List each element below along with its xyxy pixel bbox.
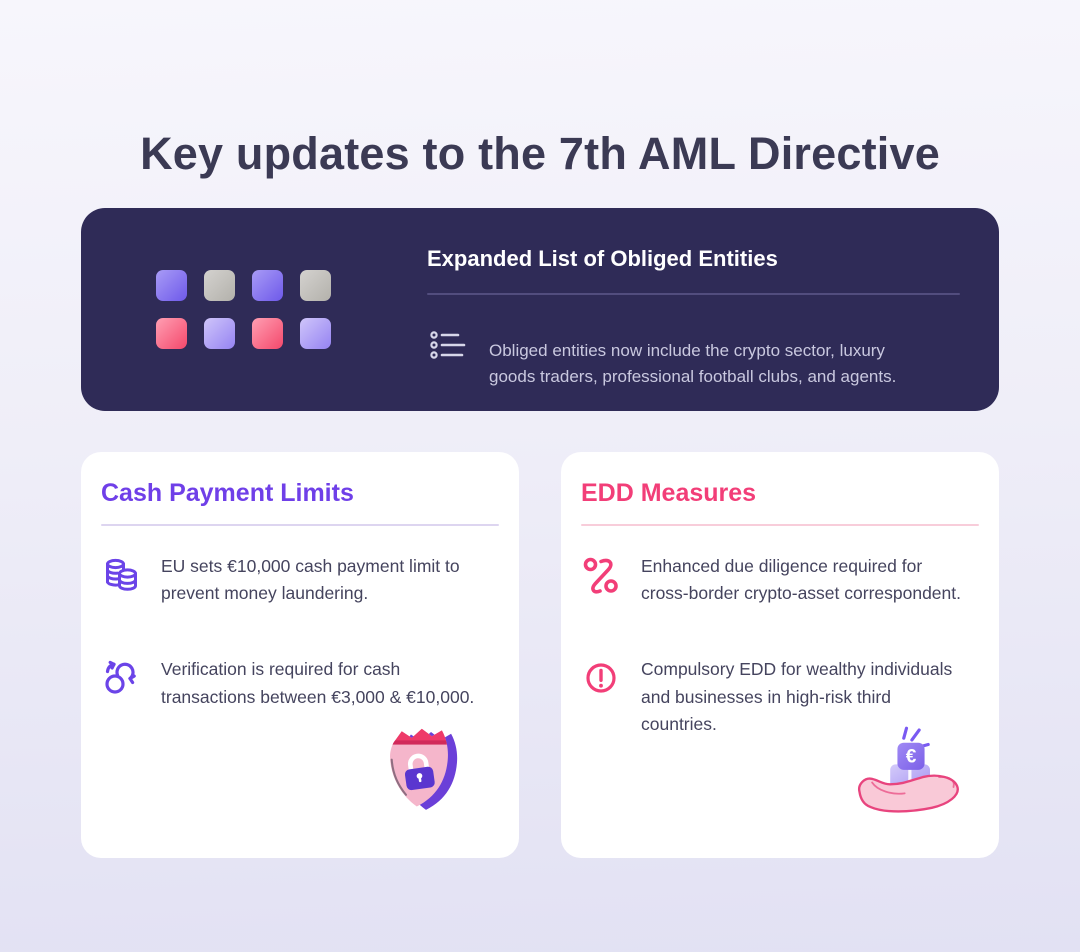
banner-row: Obliged entities now include the crypto … (427, 321, 960, 407)
banner-card: Expanded List of Obliged Entities Oblige… (81, 208, 999, 411)
list-item: EU sets €10,000 cash payment limit to pr… (101, 555, 499, 625)
grid-square (204, 270, 235, 301)
card-divider (581, 524, 979, 526)
grid-square (300, 270, 331, 301)
sync-arrows-icon (101, 658, 141, 703)
card-title: EDD Measures (581, 479, 757, 507)
item-text: EU sets €10,000 cash payment limit to pr… (161, 556, 460, 604)
hand-euro-illustration: € (852, 721, 970, 830)
shield-lock-illustration (380, 717, 472, 824)
percent-icon (581, 555, 621, 600)
euro-coin-symbol: € (906, 747, 917, 768)
card-items: Enhanced due diligence required for cros… (581, 555, 979, 756)
list-item: Compulsory EDD for wealthy individuals a… (581, 658, 979, 756)
page-title: Key updates to the 7th AML Directive (140, 128, 940, 180)
squares-grid-illustration (156, 270, 331, 349)
banner-description: Obliged entities now include the crypto … (489, 341, 897, 387)
grid-square (156, 270, 187, 301)
banner-divider (427, 293, 960, 296)
coins-icon (101, 555, 141, 600)
grid-square (204, 318, 235, 349)
list-item: Verification is required for cash transa… (101, 658, 499, 728)
card-items: EU sets €10,000 cash payment limit to pr… (101, 555, 499, 729)
card-divider (101, 524, 499, 526)
banner-content: Expanded List of Obliged Entities Oblige… (427, 246, 960, 407)
grid-square (252, 318, 283, 349)
grid-square (300, 318, 331, 349)
alert-circle-icon (581, 658, 621, 703)
card-title: Cash Payment Limits (101, 479, 354, 507)
card-edd-measures: EDD Measures Enhanced due diligence requ… (561, 452, 999, 858)
bullet-list-icon (427, 323, 471, 372)
card-cash-payment-limits: Cash Payment Limits (81, 452, 519, 858)
grid-square (252, 270, 283, 301)
item-text: Compulsory EDD for wealthy individuals a… (641, 659, 953, 735)
list-item: Enhanced due diligence required for cros… (581, 555, 979, 625)
item-text: Enhanced due diligence required for cros… (641, 556, 961, 604)
banner-title: Expanded List of Obliged Entities (427, 246, 778, 271)
item-text: Verification is required for cash transa… (161, 659, 475, 707)
grid-square (156, 318, 187, 349)
